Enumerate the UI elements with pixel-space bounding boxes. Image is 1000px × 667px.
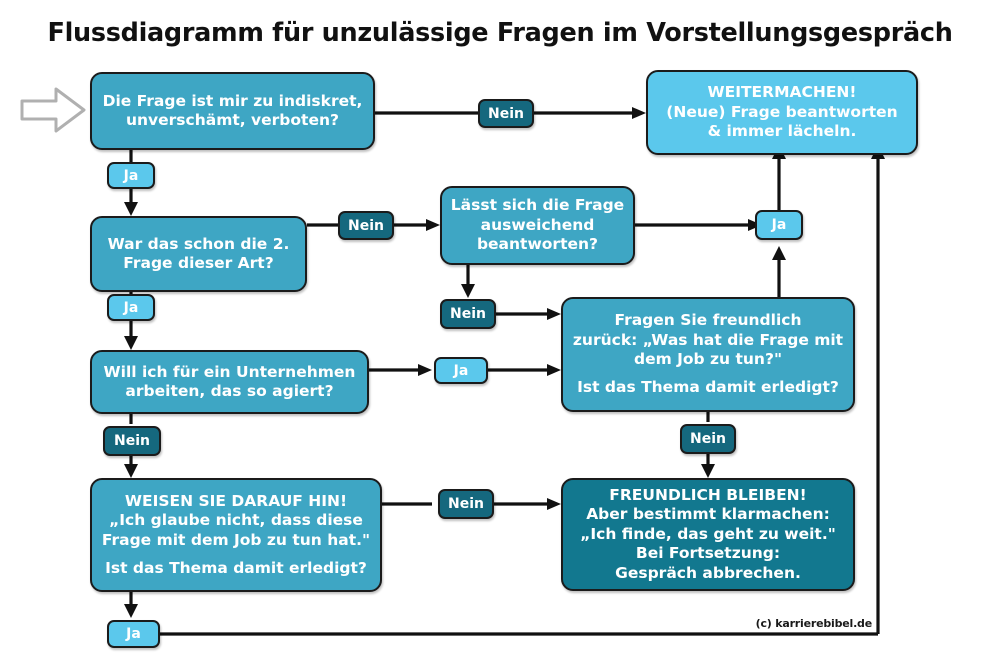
page-title: Flussdiagramm für unzulässige Fragen im … xyxy=(47,18,953,48)
edge-label-pointout-nein[interactable]: Nein xyxy=(438,489,494,519)
edge-label-q2-ja[interactable]: Ja xyxy=(107,294,155,321)
node-line: War das schon die 2. xyxy=(107,234,290,253)
edge-label-q1-ja[interactable]: Ja xyxy=(107,162,155,189)
edge-label-q4-ja[interactable]: Ja xyxy=(755,210,803,240)
edge-label-text: Nein xyxy=(488,105,524,122)
node-line: „Ich finde, das geht zu weit." xyxy=(580,524,836,543)
node-line: unverschämt, verboten? xyxy=(125,111,340,129)
edge-label-q1-nein[interactable]: Nein xyxy=(478,99,534,128)
node-line: Frage dieser Art? xyxy=(123,254,274,272)
edge-label-text: Nein xyxy=(114,433,150,449)
node-question-second-time[interactable]: War das schon die 2. Frage dieser Art? xyxy=(90,216,307,292)
node-ask-back[interactable]: Fragen Sie freundlich zurück: „Was hat d… xyxy=(561,297,855,412)
edge-label-pointout-ja[interactable]: Ja xyxy=(107,620,160,648)
node-line: Ist das Thema damit erledigt? xyxy=(105,558,367,577)
edge-label-q3-ja[interactable]: Ja xyxy=(434,357,488,384)
edge-label-text: Nein xyxy=(348,217,384,234)
node-question-evasive-answer[interactable]: Lässt sich die Frage ausweichend beantwo… xyxy=(440,186,635,265)
node-line: Ist das Thema damit erledigt? xyxy=(577,378,839,397)
edge-label-text: Ja xyxy=(123,167,139,184)
edge-label-q3-nein[interactable]: Nein xyxy=(103,426,161,456)
edge-label-text: Ja xyxy=(771,217,787,233)
node-line: WEISEN SIE DARAUF HIN! xyxy=(124,491,348,510)
node-line: Lässt sich die Frage xyxy=(450,196,625,215)
node-line: Fragen Sie freundlich xyxy=(614,311,802,330)
node-line: Gespräch abbrechen. xyxy=(615,563,801,582)
node-line: beantworten? xyxy=(476,235,599,254)
node-line: ausweichend xyxy=(480,215,595,234)
edge-label-askback-nein[interactable]: Nein xyxy=(680,424,736,454)
node-line: Bei Fortsetzung: xyxy=(635,544,781,563)
node-line: FREUNDLICH BLEIBEN! xyxy=(609,486,807,505)
node-line: arbeiten, das so agiert? xyxy=(125,382,334,400)
node-stay-friendly[interactable]: FREUNDLICH BLEIBEN! Aber bestimmt klarma… xyxy=(561,478,855,591)
edge-label-q2-nein[interactable]: Nein xyxy=(338,211,394,240)
node-line: & immer lächeln. xyxy=(707,122,857,141)
node-line: zurück: „Was hat die Frage mit xyxy=(572,330,844,349)
credit-text: (c) karrierebibel.de xyxy=(755,617,873,630)
node-line: Aber bestimmt klarmachen: xyxy=(586,505,830,524)
edge-label-text: Nein xyxy=(690,431,726,447)
entry-arrow-right-icon xyxy=(18,84,88,140)
edge-label-text: Nein xyxy=(448,496,484,512)
node-point-it-out[interactable]: WEISEN SIE DARAUF HIN! „Ich glaube nicht… xyxy=(90,478,382,592)
node-line: WEITERMACHEN! xyxy=(707,83,857,102)
node-continue[interactable]: WEITERMACHEN! (Neue) Frage beantworten &… xyxy=(646,70,918,155)
node-line: Frage mit dem Job zu tun hat." xyxy=(101,530,371,549)
edge-label-text: Ja xyxy=(126,626,141,642)
edge-label-text: Ja xyxy=(123,299,139,316)
node-line: (Neue) Frage beantworten xyxy=(666,102,898,121)
node-line: „Ich glaube nicht, dass diese xyxy=(109,511,363,530)
edge-label-text: Nein xyxy=(450,306,486,322)
node-line: Will ich für ein Unternehmen xyxy=(103,362,356,381)
node-question-work-for-company[interactable]: Will ich für ein Unternehmen arbeiten, d… xyxy=(90,350,369,414)
node-line: dem Job zu tun?" xyxy=(633,350,783,369)
edge-label-q4-nein[interactable]: Nein xyxy=(440,299,496,329)
node-question-indiscreet[interactable]: Die Frage ist mir zu indiskret, unversch… xyxy=(90,72,375,150)
edge-label-text: Ja xyxy=(453,362,469,379)
node-line: Die Frage ist mir zu indiskret, xyxy=(102,91,363,110)
